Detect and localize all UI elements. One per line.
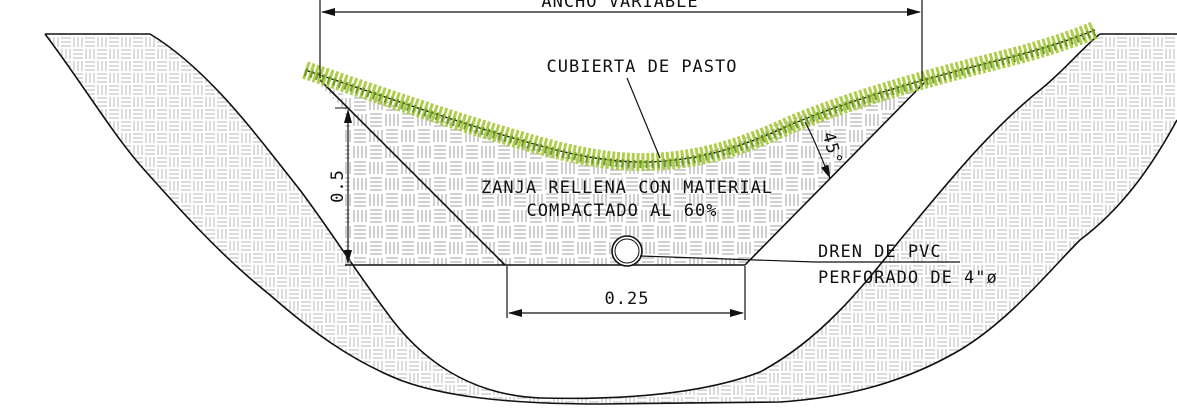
excavation-boundary-bottom [44, 33, 1177, 405]
trench-wall-right [744, 81, 926, 266]
pvc-drain-pipe [611, 235, 643, 267]
grass-label: CUBIERTA DE PASTO [547, 57, 738, 77]
drain-label-line2: PERFORADO DE 4"ø [818, 268, 998, 288]
native-soil [45, 34, 1177, 404]
fill-label-line2: COMPACTADO AL 60% [527, 201, 718, 221]
drain-leader [639, 255, 816, 263]
grass-cover [302, 21, 1099, 172]
bottom-dimension-label: 0.25 [605, 289, 650, 309]
pvc-drain-pipe-inner [614, 238, 640, 264]
width-label: ANCHO VARIABLE [541, 0, 698, 12]
grass-leader [626, 77, 661, 159]
excavation-boundary [45, 33, 541, 399]
drain-label-line1: DREN DE PVC [818, 242, 942, 262]
excavation-boundary-right [539, 33, 1101, 400]
fill-label-line1: ZANJA RELLENA CON MATERIAL [481, 178, 773, 198]
angle-arc [804, 121, 831, 179]
depth-label: 0.5 [328, 169, 348, 203]
